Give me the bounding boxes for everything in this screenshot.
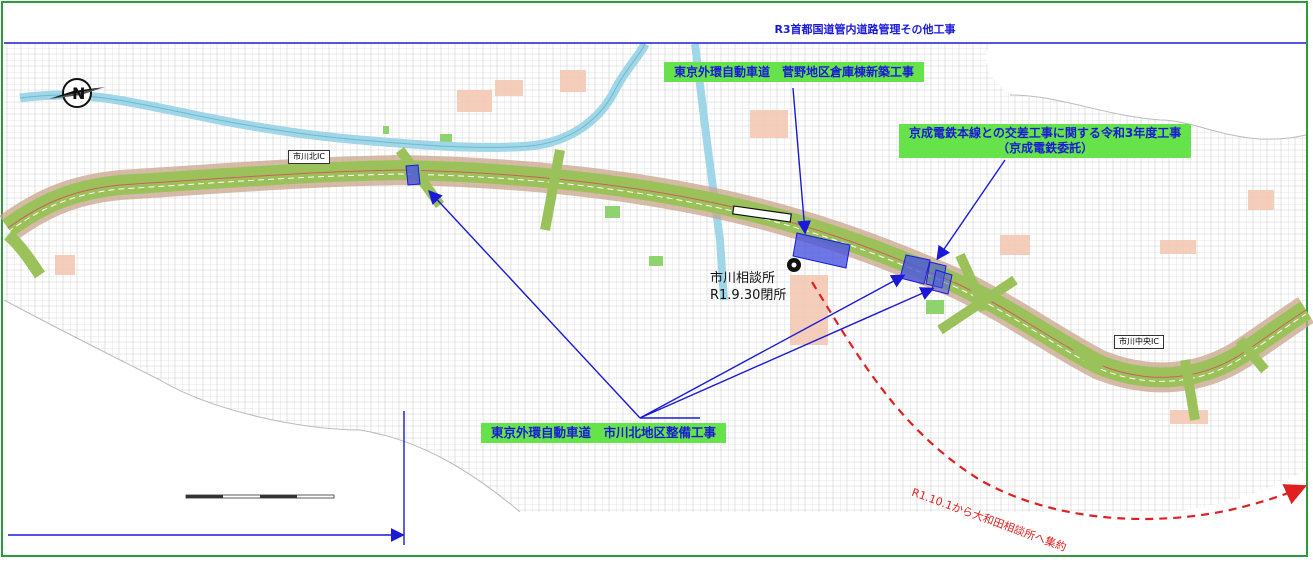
work-area-keisei-crossing-1	[899, 254, 931, 285]
ic-label-ichikawa-chuo: 市川中央IC	[1114, 335, 1164, 349]
page-title: R3首都国道管内道路管理その他工事	[774, 23, 956, 36]
building-blocks	[55, 70, 1274, 424]
label-keisei-crossing-works: 京成電鉄本線との交差工事に関する令和3年度工事 （京成電鉄委託）	[899, 124, 1192, 158]
north-arrow-icon: N	[49, 78, 105, 108]
scale-bar	[185, 494, 335, 499]
work-area-keisei-crossing-3	[931, 269, 953, 295]
leader-lines	[8, 87, 1006, 545]
label-ichikawa-kita-works: 東京外環自動車道 市川北地区整備工事	[481, 423, 727, 443]
relocation-arrow	[811, 281, 1308, 521]
label-keisei-line2: （京成電鉄委託）	[997, 141, 1094, 155]
svg-text:N: N	[72, 84, 85, 103]
work-area-sugano-warehouse	[792, 232, 851, 269]
office-name: 市川相談所	[710, 271, 776, 286]
office-label: 市川相談所 R1.9.30閉所	[710, 270, 786, 304]
work-areas	[405, 164, 953, 295]
office-closed-date: R1.9.30閉所	[710, 288, 787, 303]
label-keisei-line1: 京成電鉄本線との交差工事に関する令和3年度工事	[909, 126, 1182, 140]
work-area-ichikawa-kita-ic	[405, 164, 421, 186]
office-marker-icon	[787, 258, 801, 272]
ic-label-ichikawa-kita: 市川北IC	[288, 150, 330, 164]
label-sugano-warehouse-works: 東京外環自動車道 菅野地区倉庫棟新築工事	[664, 62, 925, 82]
